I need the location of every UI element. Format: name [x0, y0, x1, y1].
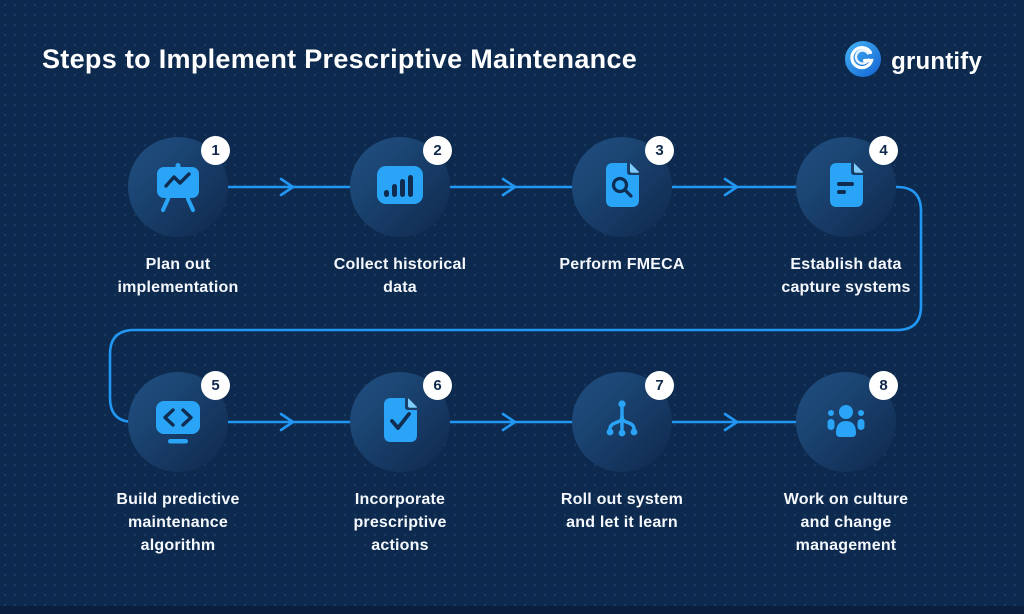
step-5-node: 5	[128, 371, 230, 472]
branch-icon	[594, 392, 650, 453]
step-number-badge: 8	[869, 371, 898, 400]
code-screen-icon	[150, 392, 206, 453]
brand-name: gruntify	[891, 47, 982, 75]
document-check-icon	[372, 392, 428, 453]
arrowhead-icon	[279, 177, 295, 197]
step-number-badge: 3	[645, 136, 674, 165]
arrowhead-icon	[501, 177, 517, 197]
step-number-badge: 2	[423, 136, 452, 165]
step-2-node: 2	[350, 136, 452, 237]
step-3-label: Perform FMECA	[559, 256, 685, 273]
step-4-node: 4	[796, 136, 898, 237]
document-lines-icon	[818, 157, 874, 218]
arrowhead-icon	[723, 412, 739, 432]
page-title: Steps to Implement Prescriptive Maintena…	[42, 44, 638, 74]
gruntify-logo-icon	[844, 40, 882, 83]
step-number-badge: 6	[423, 371, 452, 400]
document-search-icon	[594, 157, 650, 218]
step-1-node: 1	[128, 136, 230, 237]
team-icon	[818, 392, 874, 453]
arrowhead-icon	[501, 412, 517, 432]
step-number-badge: 5	[201, 371, 230, 400]
step-3-node: 3	[572, 136, 674, 237]
arrowhead-icon	[723, 177, 739, 197]
step-8-node: 8	[796, 371, 898, 472]
step-number-badge: 7	[645, 371, 674, 400]
brand-logo: gruntify	[844, 40, 982, 83]
bar-chart-icon	[372, 157, 428, 218]
step-number-badge: 1	[201, 136, 230, 165]
bottom-edge-shade	[0, 606, 1024, 614]
step-6-node: 6	[350, 371, 452, 472]
step-7-node: 7	[572, 371, 674, 472]
presentation-chart-icon	[150, 157, 206, 218]
step-number-badge: 4	[869, 136, 898, 165]
arrowhead-icon	[279, 412, 295, 432]
